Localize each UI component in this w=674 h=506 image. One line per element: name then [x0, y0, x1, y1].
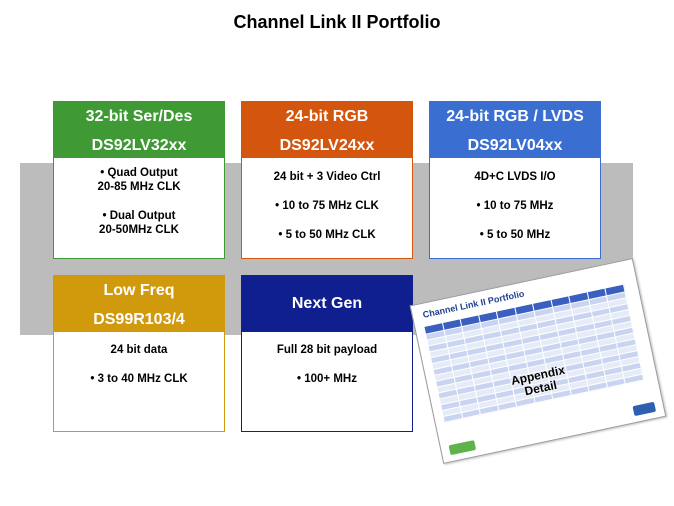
card-bullet: 20-85 MHz CLK [97, 181, 181, 193]
card-title: 24-bit RGB / LVDS [446, 108, 584, 125]
card-bullet: 24 bit data [110, 344, 168, 356]
card-body: 24 bit data • 3 to 40 MHz CLK [53, 332, 225, 432]
card-part-number: DS92LV32xx [91, 137, 187, 154]
card-part-number: DS99R103/4 [93, 311, 185, 328]
card-bullet: • 5 to 50 MHz CLK [278, 229, 376, 241]
card-header: 32-bit Ser/Des DS92LV32xx [53, 101, 225, 158]
card-header: Low Freq DS99R103/4 [53, 275, 225, 332]
card-bullet: • 5 to 50 MHz [479, 229, 551, 241]
card-bullet: • 3 to 40 MHz CLK [90, 373, 188, 385]
card-bullet: • Quad Output [100, 167, 178, 179]
green-logo-icon [448, 440, 477, 456]
card-header: 24-bit RGB / LVDS DS92LV04xx [429, 101, 601, 158]
card-header: 24-bit RGB DS92LV24xx [241, 101, 413, 158]
card-title: Next Gen [291, 295, 363, 312]
company-logo-icon [632, 401, 657, 417]
card-body: 4D+C LVDS I/O • 10 to 75 MHz • 5 to 50 M… [429, 158, 601, 259]
card-bullet: • 10 to 75 MHz [476, 200, 554, 212]
card-header: Next Gen [241, 275, 413, 332]
card-body: Full 28 bit payload • 100+ MHz [241, 332, 413, 432]
card-part-number: DS92LV04xx [467, 137, 563, 154]
card-bullet: • 10 to 75 MHz CLK [275, 200, 379, 212]
card-body: 24 bit + 3 Video Ctrl • 10 to 75 MHz CLK… [241, 158, 413, 259]
card-bullet: 4D+C LVDS I/O [474, 171, 556, 183]
card-24bit-rgb-lvds: 24-bit RGB / LVDS DS92LV04xx 4D+C LVDS I… [429, 101, 601, 259]
card-24bit-rgb: 24-bit RGB DS92LV24xx 24 bit + 3 Video C… [241, 101, 413, 259]
slide-title: Channel Link II Portfolio [233, 12, 441, 32]
card-32bit-serdes: 32-bit Ser/Des DS92LV32xx • Quad Output … [53, 101, 225, 259]
card-title: 24-bit RGB [285, 108, 369, 125]
card-bullet: • 100+ MHz [297, 373, 357, 385]
card-part-number: DS92LV24xx [279, 137, 375, 154]
card-low-freq: Low Freq DS99R103/4 24 bit data • 3 to 4… [53, 275, 225, 432]
card-bullet: Full 28 bit payload [276, 344, 378, 356]
card-title: 32-bit Ser/Des [85, 108, 193, 125]
card-title: Low Freq [103, 282, 175, 299]
card-bullet: 20-50MHz CLK [99, 224, 179, 236]
card-bullet: 24 bit + 3 Video Ctrl [273, 171, 381, 183]
card-bullet: • Dual Output [102, 210, 176, 222]
card-body: • Quad Output 20-85 MHz CLK • Dual Outpu… [53, 158, 225, 259]
card-next-gen: Next Gen Full 28 bit payload • 100+ MHz [241, 275, 413, 432]
